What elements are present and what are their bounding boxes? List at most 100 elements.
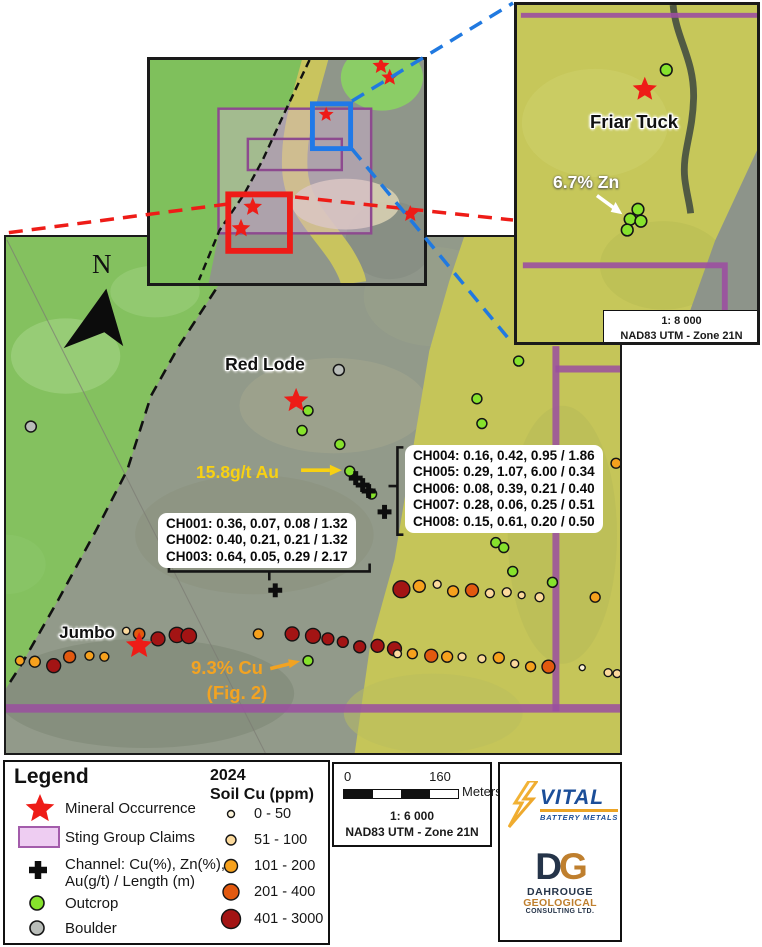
- soil-sample-dot: [406, 648, 419, 660]
- overview-inset-map: [147, 57, 427, 286]
- legend-item-outcrop: Outcrop: [65, 895, 119, 912]
- channel-line: CH001: 0.36, 0.07, 0.08 / 1.32: [166, 516, 348, 531]
- scalebar-panel: 0 160 Meters 1: 6 000 NAD83 UTM - Zone 2…: [332, 762, 502, 847]
- dahrouge-monogram-g: G: [558, 846, 588, 887]
- soil-class-icon: [226, 809, 236, 819]
- dahrouge-monogram-icon: DG: [500, 848, 620, 885]
- legend-item-channel-line2: Au(g/t) / Length (m): [65, 873, 196, 890]
- outcrop-dot: [490, 536, 502, 549]
- boulder-icon: [29, 920, 45, 936]
- outcrop-dot: [634, 214, 648, 228]
- scalebar-segment: [372, 790, 401, 798]
- mineral-occurrence-stars: [125, 387, 309, 658]
- mineral-occurrence-star-icon: [243, 197, 263, 215]
- overview-terrain: [150, 60, 424, 283]
- soil-sample-dot: [610, 457, 620, 469]
- geologic-contact-dashed-line: [197, 60, 311, 281]
- mineral-occurrence-star: [632, 76, 657, 100]
- soil-sample-dot: [603, 667, 613, 678]
- soil-class-icon: [222, 883, 240, 901]
- outcrop-dots: [620, 63, 673, 237]
- outcrop-dot: [546, 576, 559, 589]
- channel-annotation-right: CH004: 0.16, 0.42, 0.95 / 1.86 CH005: 0.…: [405, 445, 603, 534]
- outcrop-dot: [620, 223, 634, 237]
- channel-cross-icon: [355, 478, 370, 493]
- label-friar-tuck: Friar Tuck: [589, 111, 679, 132]
- soil-sample-dot: [524, 661, 537, 673]
- scalebar-units: Meters: [462, 784, 502, 799]
- boulder-dots: [24, 363, 346, 433]
- soil-class-icon: [223, 858, 239, 874]
- soil-sample-dot: [392, 580, 411, 599]
- soil-class-label: 0 - 50: [254, 806, 292, 822]
- outcrop-dot: [296, 424, 308, 437]
- claim-block: [246, 137, 344, 172]
- scalebar-segment: [344, 790, 373, 798]
- mineral-occurrence-star-icon: [283, 387, 309, 412]
- outcrop-dot: [623, 212, 637, 226]
- soil-sample-dot: [510, 659, 520, 669]
- terrain-patch: [343, 673, 523, 753]
- channel-line: CH002: 0.40, 0.21, 0.21 / 1.32: [166, 532, 348, 548]
- soil-sample-dot: [392, 649, 403, 659]
- legend-item-channel-line1: Channel: Cu(%), Zn(%),: [65, 856, 226, 873]
- sting-group-claims-swatch-icon: [18, 826, 60, 848]
- channel-cross-icon: [361, 484, 376, 498]
- outcrop-icon: [29, 895, 45, 911]
- cu-annotation-arrow: [269, 661, 291, 671]
- scalebar-max: 160: [429, 769, 451, 784]
- mineral-occurrence-star-icon: [632, 76, 657, 100]
- mineral-occurrence-star-icon: [125, 631, 153, 658]
- soil-sample-dot: [370, 638, 385, 653]
- soil-class-icon: [220, 908, 242, 930]
- channel-line: CH005: 0.29, 1.07, 6.00 / 0.34: [413, 464, 595, 480]
- outcrop-dot: [471, 393, 483, 405]
- channel-line: CH008: 0.15, 0.61, 0.20 / 0.50: [413, 513, 595, 529]
- blue-extent-box: [309, 101, 354, 152]
- till-area: [678, 150, 757, 342]
- legend-title: Legend: [14, 765, 89, 788]
- channel-bracket-right: [388, 446, 404, 536]
- soil-sample-dot: [62, 650, 77, 664]
- north-arrow-icon: [63, 288, 124, 349]
- channel-line: CH006: 0.08, 0.39, 0.21 / 0.40: [413, 480, 595, 496]
- logos-panel: VITAL BATTERY METALS DG DAHROUGE GEOLOGI…: [498, 762, 622, 942]
- soil-sample-dot: [304, 627, 322, 645]
- claim-boundary-line: [520, 12, 757, 18]
- dahrouge-monogram-d: D: [535, 846, 562, 887]
- outcrop-dot: [476, 417, 488, 430]
- soil-class-label: 401 - 3000: [254, 911, 324, 927]
- vital-logo: VITAL BATTERY METALS: [508, 781, 619, 829]
- legend-item-boulder: Boulder: [65, 920, 117, 937]
- mineral-occurrence-star-icon: [318, 106, 334, 121]
- scalebar-icon: [343, 789, 459, 799]
- soil-sample-dot: [46, 658, 62, 674]
- zn-annotation-arrowhead: [610, 201, 623, 215]
- soil-sample-dot: [121, 626, 131, 636]
- vital-logo-rule: [540, 809, 619, 812]
- soil-sample-dot: [284, 626, 300, 642]
- label-zn-grade: 6.7% Zn: [553, 172, 620, 192]
- cross-icon: [29, 861, 47, 879]
- soil-sample-dot: [28, 655, 41, 668]
- channel-line: CH004: 0.16, 0.42, 0.95 / 1.86: [413, 448, 595, 463]
- soil-sample-dot: [440, 650, 454, 663]
- soil-sample-dots: [14, 457, 620, 679]
- dahrouge-logo: DG DAHROUGE GEOLOGICAL CONSULTING LTD.: [500, 848, 620, 915]
- soil-class-label: 101 - 200: [254, 858, 316, 874]
- soil-sample-dot: [446, 585, 460, 598]
- soil-class-label: 51 - 100: [254, 832, 308, 848]
- outcrop-dot: [506, 565, 519, 578]
- boulder-dot: [24, 420, 38, 433]
- scale-datum: NAD83 UTM - Zone 21N: [345, 825, 479, 839]
- soil-sample-dot: [578, 663, 586, 672]
- soil-sample-dot: [424, 648, 439, 663]
- geologic-contact-dashed-line: [6, 288, 217, 690]
- dahrouge-consulting: CONSULTING LTD.: [525, 908, 595, 915]
- soil-sample-dot: [612, 668, 620, 679]
- terrain-patch: [6, 534, 46, 595]
- channel-line: CH003: 0.64, 0.05, 0.29 / 2.17: [166, 548, 348, 564]
- legend-item-claims: Sting Group Claims: [65, 829, 196, 846]
- soil-sample-dot: [321, 632, 335, 646]
- soil-sample-dot: [457, 652, 467, 662]
